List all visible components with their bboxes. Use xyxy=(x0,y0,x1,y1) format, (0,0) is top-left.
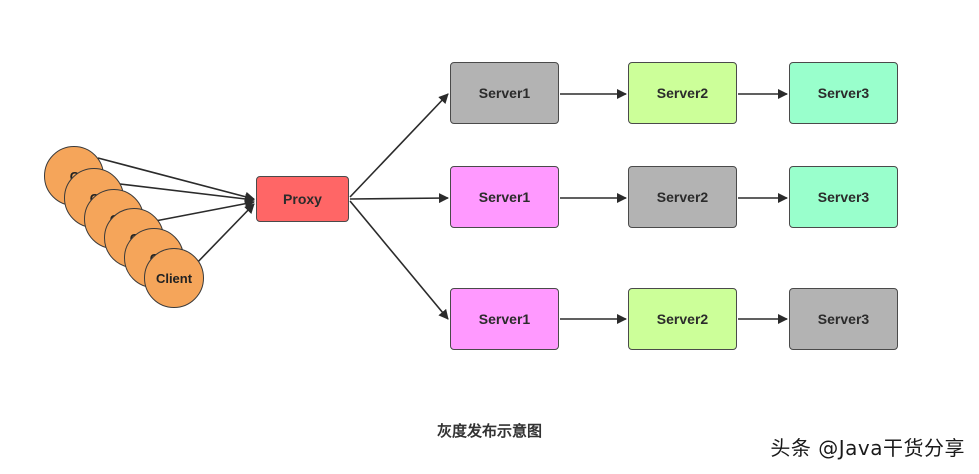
client-to-proxy-edge xyxy=(119,183,255,204)
proxy-node: Proxy xyxy=(256,176,349,222)
client-to-proxy-edge xyxy=(97,157,255,202)
diagram-caption: 灰度发布示意图 xyxy=(436,422,542,440)
proxy-to-server-edge xyxy=(349,200,449,320)
server-node: Server1 xyxy=(450,166,559,228)
server-node: Server1 xyxy=(450,62,559,124)
server-node: Server3 xyxy=(789,288,898,350)
server-node: Server2 xyxy=(628,288,737,350)
server-node: Server2 xyxy=(628,62,737,124)
client-to-proxy-edge xyxy=(149,198,255,223)
server-node: Server3 xyxy=(789,62,898,124)
proxy-to-server-edge xyxy=(349,93,449,198)
client-node: Client xyxy=(144,248,204,308)
server-node: Server3 xyxy=(789,166,898,228)
client-to-proxy-edge xyxy=(191,203,255,269)
server-node: Server2 xyxy=(628,166,737,228)
server-node: Server1 xyxy=(450,288,559,350)
watermark-text: 头条 @Java干货分享 xyxy=(770,436,965,460)
proxy-to-server-edge xyxy=(349,193,449,204)
